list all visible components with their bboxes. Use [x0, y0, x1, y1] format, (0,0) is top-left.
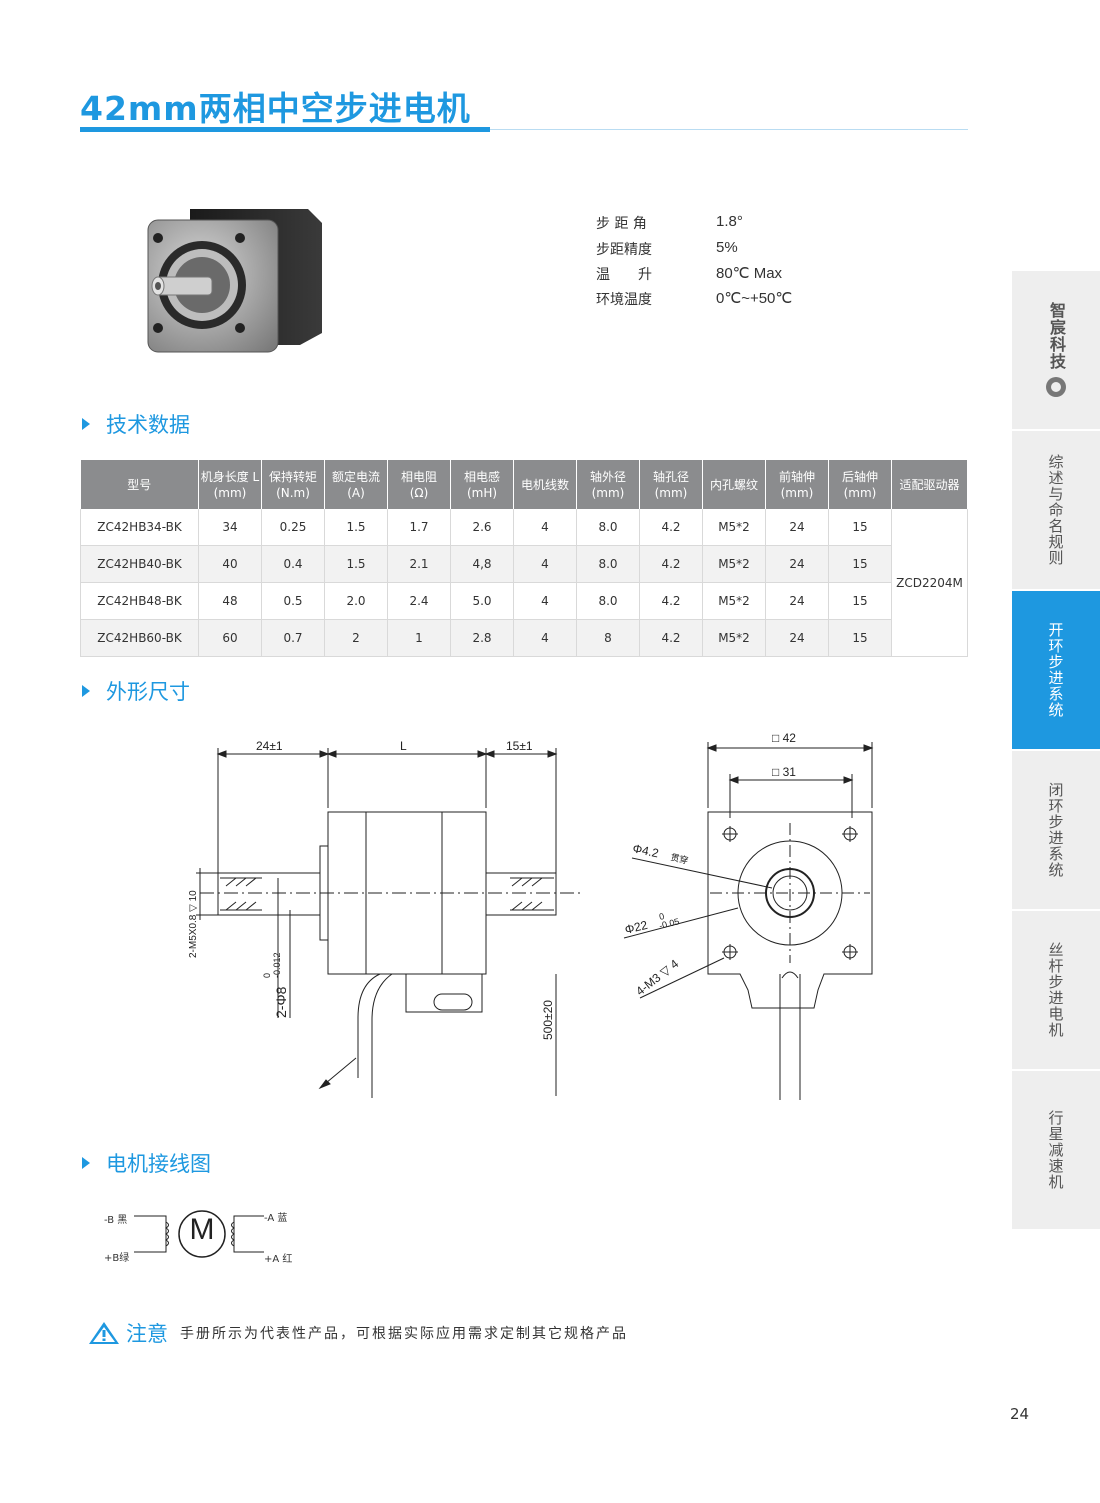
sidebar-item-label: 闭环步进系统 [1046, 782, 1065, 878]
brand-logo-icon [1046, 377, 1066, 397]
side-view-drawing: 24±1 L 15±1 2-M5X0.8 ▽ 10 2-Φ8 0 -0.012 … [188, 739, 580, 1098]
motor-symbol: M [189, 1213, 215, 1246]
sidebar-item-lead-screw[interactable]: 丝杆步进电机 [1012, 911, 1100, 1069]
spec-label: 温 升 [596, 267, 652, 283]
wiring-diagram [134, 1210, 264, 1258]
page-number: 24 [1010, 1405, 1030, 1423]
th-model: 型号 [80, 460, 199, 509]
th-inductance: 相电感(mH) [450, 460, 514, 509]
notice-title: 注意 [126, 1322, 168, 1346]
th-front-ext: 前轴伸(mm) [765, 460, 829, 509]
brand-name: 智宸科技 [1047, 302, 1066, 370]
notice-text: 手册所示为代表性产品，可根据实际应用需求定制其它规格产品 [180, 1326, 628, 1342]
wire-a-minus: -A 蓝 [264, 1213, 288, 1224]
th-driver: 适配驱动器 [891, 460, 968, 509]
spec-value: 5% [716, 239, 738, 256]
th-wires: 电机线数 [513, 460, 577, 509]
sidebar-item-label: 开环步进系统 [1046, 622, 1065, 718]
svg-text:-0.012: -0.012 [272, 952, 282, 978]
section-wiring: 电机接线图 [80, 1148, 211, 1178]
title-underline [80, 127, 490, 132]
th-current: 额定电流(A) [324, 460, 388, 509]
table-header: 型号 机身长度 L(mm) 保持转矩(N.m) 额定电流(A) 相电阻(Ω) 相… [80, 460, 968, 509]
shaft-diameter: 2-Φ8 [273, 986, 289, 1018]
sidebar-item-label: 行星减速机 [1046, 1110, 1065, 1190]
spec-value: 0℃~+50℃ [716, 290, 793, 307]
dim-length: L [400, 739, 407, 753]
spec-table: 型号 机身长度 L(mm) 保持转矩(N.m) 额定电流(A) 相电阻(Ω) 相… [80, 460, 968, 657]
section-title: 技术数据 [106, 413, 190, 437]
pilot-callout: Φ22 [623, 918, 649, 937]
triangle-icon [82, 685, 90, 697]
mount-callout: 4-M3 ▽ 4 [633, 956, 681, 998]
sidebar-item-open-loop[interactable]: 开环步进系统 [1012, 591, 1100, 749]
hole-callout: Φ4.2 [631, 841, 660, 860]
section-title: 电机接线图 [106, 1152, 211, 1176]
spec-label: 环境温度 [596, 292, 652, 308]
section-dimensions: 外形尺寸 [80, 676, 190, 706]
notice: 注意 手册所示为代表性产品，可根据实际应用需求定制其它规格产品 [88, 1318, 628, 1348]
th-torque: 保持转矩(N.m) [261, 460, 325, 509]
dim-square-31: □ 31 [772, 765, 796, 779]
motor-photo [147, 209, 322, 353]
spec-step-accuracy: 步距精度 5% [596, 239, 738, 259]
spec-value: 80℃ Max [716, 265, 783, 282]
svg-text:0: 0 [262, 973, 272, 978]
dim-square-42: □ 42 [772, 731, 796, 745]
sidebar-logo: 智宸科技 [1012, 271, 1100, 429]
sidebar-item-planetary[interactable]: 行星减速机 [1012, 1071, 1100, 1229]
dim-front: 24±1 [256, 739, 283, 753]
section-tech-data: 技术数据 [80, 409, 190, 439]
driver-cell: ZCD2204M [891, 509, 968, 657]
th-length: 机身长度 L(mm) [198, 460, 262, 509]
wire-b-plus: +B绿 [104, 1253, 130, 1264]
svg-text:贯穿: 贯穿 [670, 851, 690, 866]
wire-b-minus: -B 黑 [104, 1215, 128, 1226]
triangle-icon [82, 1157, 90, 1169]
title-rule [490, 129, 968, 130]
triangle-icon [82, 418, 90, 430]
spec-label: 步 距 角 [596, 216, 647, 232]
svg-text:0: 0 [658, 911, 665, 922]
wire-a-plus: +A 红 [264, 1254, 293, 1265]
lead-length: 500±20 [541, 1000, 555, 1040]
th-resistance: 相电阻(Ω) [387, 460, 451, 509]
th-thread: 内孔螺纹 [702, 460, 766, 509]
sidebar-item-label: 丝杆步进电机 [1046, 942, 1065, 1038]
sidebar-item-overview[interactable]: 综述与命名规则 [1012, 431, 1100, 589]
th-bore: 轴孔径(mm) [639, 460, 703, 509]
warning-icon [89, 1322, 119, 1344]
spec-ambient-temp: 环境温度 0℃~+50℃ [596, 289, 792, 309]
section-title: 外形尺寸 [106, 680, 190, 704]
spec-temp-rise: 温 升 80℃ Max [596, 264, 782, 284]
front-view-drawing: □ 42 □ 31 Φ4.2 贯穿 Φ22 0 -0.05 4-M3 ▽ 4 [623, 731, 874, 1100]
page-title: 42mm两相中空步进电机 [80, 89, 471, 128]
sidebar-item-label: 综述与命名规则 [1046, 454, 1065, 566]
spec-step-angle: 步 距 角 1.8° [596, 213, 743, 233]
sidebar-item-closed-loop[interactable]: 闭环步进系统 [1012, 751, 1100, 909]
spec-label: 步距精度 [596, 242, 652, 258]
th-rear-ext: 后轴伸(mm) [828, 460, 892, 509]
spec-value: 1.8° [716, 213, 743, 230]
thread-callout: 2-M5X0.8 ▽ 10 [188, 890, 199, 958]
dim-rear: 15±1 [506, 739, 533, 753]
th-shaft-od: 轴外径(mm) [576, 460, 640, 509]
